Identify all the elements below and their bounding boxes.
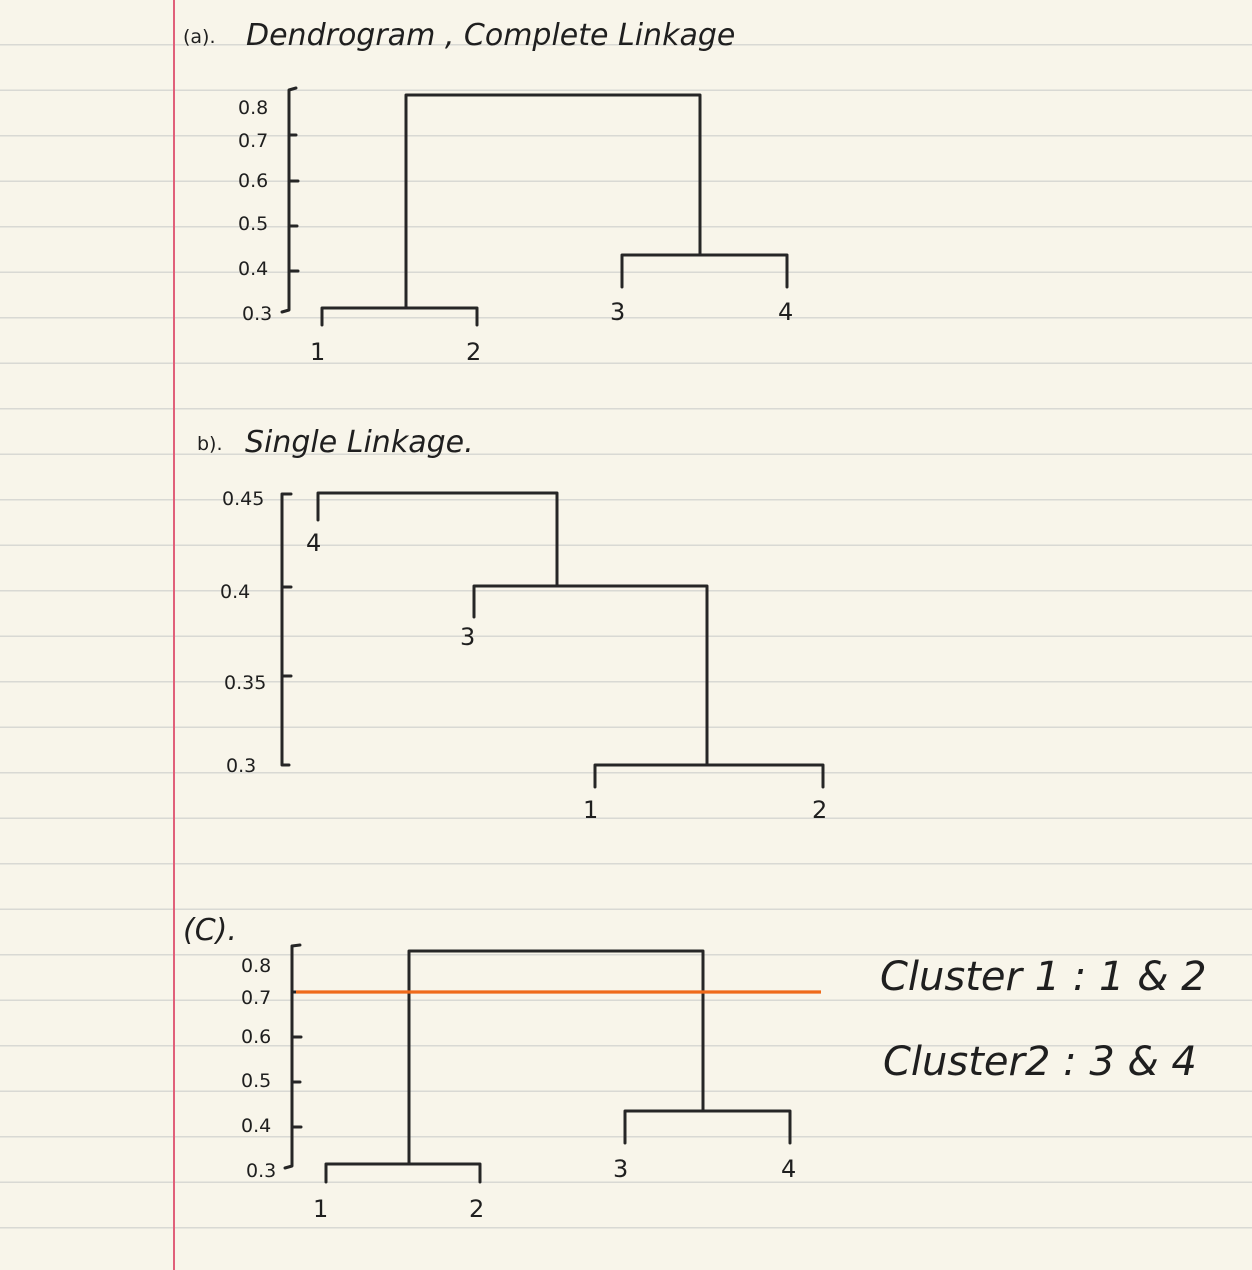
part-b-title: Single Linkage. <box>245 425 474 460</box>
part-a-tick-label: 0.7 <box>238 130 268 152</box>
part-b-leaf-label: 2 <box>812 796 827 824</box>
merge-all-branch <box>404 93 702 310</box>
part-a-leaf-label: 4 <box>778 298 793 326</box>
part-b-axis-line <box>280 492 293 767</box>
part-c-tick-label: 0.7 <box>241 987 271 1009</box>
part-a-tick-label: 0.8 <box>238 97 268 119</box>
margin-line <box>173 0 175 1270</box>
part-a-leaf-label: 3 <box>610 298 625 326</box>
part-c-leaf-label: 4 <box>781 1155 796 1183</box>
part-a-tick-label: 0.5 <box>238 213 268 235</box>
part-c-tick-label: 0.6 <box>241 1026 271 1048</box>
part-b-leaf-label: 3 <box>460 623 475 651</box>
part-c-label: (C). <box>183 913 237 948</box>
merge-1-2-branch <box>320 306 479 327</box>
cluster-1-note: Cluster 1 : 1 & 2 <box>880 954 1207 1000</box>
part-a: (a). Dendrogram , Complete Linkage 0.8 0… <box>183 18 793 366</box>
part-a-leaf-label: 2 <box>466 338 481 366</box>
part-b-tick-label: 0.4 <box>220 581 250 603</box>
merge-1-2-branch <box>593 763 825 789</box>
part-c-dendrogram <box>324 949 792 1184</box>
part-c-tick-label: 0.4 <box>241 1115 271 1137</box>
part-c: (C). 0.8 0.7 0.6 0.5 0.4 0.3 1 <box>183 913 1207 1223</box>
part-c-tick-label: 0.3 <box>246 1160 276 1182</box>
part-a-axis-line <box>280 86 298 314</box>
merge-4-312-branch <box>316 491 559 588</box>
part-c-leaf-label: 3 <box>613 1155 628 1183</box>
part-c-y-axis: 0.8 0.7 0.6 0.5 0.4 0.3 <box>241 943 303 1182</box>
part-b-dendrogram <box>316 491 825 789</box>
part-b-y-axis: 0.45 0.4 0.35 0.3 <box>220 488 293 777</box>
part-a-tick-label: 0.4 <box>238 258 268 280</box>
merge-3-4-branch <box>623 1109 792 1145</box>
part-c-leaf-label: 1 <box>313 1195 328 1223</box>
part-a-dendrogram <box>320 93 789 327</box>
part-b-tick-label: 0.45 <box>222 488 264 510</box>
part-b-tick-label: 0.3 <box>226 755 256 777</box>
part-c-tick-label: 0.5 <box>241 1070 271 1092</box>
part-a-y-axis: 0.8 0.7 0.6 0.5 0.4 0.3 <box>238 86 300 325</box>
part-a-tick-label: 0.6 <box>238 170 268 192</box>
part-c-leaf-label: 2 <box>469 1195 484 1223</box>
merge-3-4-branch <box>620 253 789 289</box>
part-b-label: b). <box>197 433 223 455</box>
merge-1-2-branch <box>324 1162 482 1184</box>
part-b: b). Single Linkage. 0.45 0.4 0.35 0.3 4 … <box>197 425 827 824</box>
part-c-axis-line <box>283 943 302 1170</box>
cluster-2-note: Cluster2 : 3 & 4 <box>883 1039 1197 1085</box>
part-c-tick-label: 0.8 <box>241 955 271 977</box>
merge-all-branch <box>407 949 705 1166</box>
part-b-tick-label: 0.35 <box>224 672 266 694</box>
part-a-label: (a). <box>183 26 216 48</box>
part-a-title: Dendrogram , Complete Linkage <box>246 18 735 53</box>
merge-3-12-branch <box>472 584 709 767</box>
part-b-leaf-label: 4 <box>306 529 321 557</box>
part-a-tick-label: 0.3 <box>242 303 272 325</box>
part-a-leaf-label: 1 <box>310 338 325 366</box>
part-b-leaf-label: 1 <box>583 796 598 824</box>
